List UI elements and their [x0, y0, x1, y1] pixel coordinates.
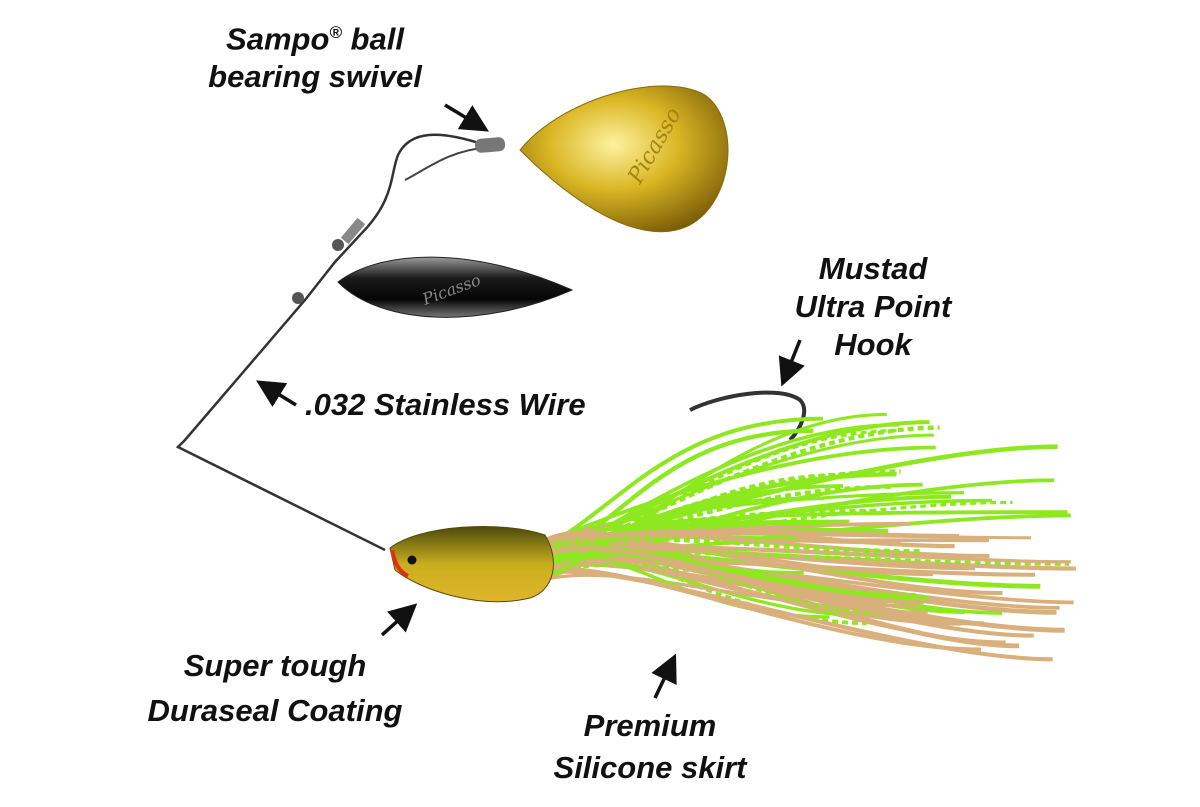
skirt-strand	[544, 550, 1070, 566]
silicone-skirt	[543, 412, 1076, 662]
swivel	[474, 137, 506, 153]
skirt-strand	[544, 528, 960, 555]
skirt-strand	[544, 545, 984, 626]
skirt-strand	[544, 425, 940, 569]
skirt-strand	[544, 521, 827, 569]
swivel-label: Sampo® ball bearing swivel	[208, 21, 422, 95]
skirt-arrow	[651, 653, 677, 699]
bead	[332, 239, 344, 251]
skirt-strand	[544, 532, 990, 558]
swivel-arrow	[444, 103, 489, 132]
hook-label: Mustad Ultra Point Hook	[794, 251, 952, 362]
skirt-strand	[544, 530, 918, 609]
wire-label: .032 Stainless Wire	[305, 387, 586, 422]
silver-willow-blade	[337, 256, 574, 318]
jig-head	[389, 525, 554, 603]
hook	[689, 390, 807, 442]
coating-arrow	[380, 603, 418, 637]
hook-arrow	[778, 339, 805, 387]
stainless-wire	[175, 133, 486, 552]
skirt-label: Premium Silicone skirt	[553, 708, 747, 785]
skirt-strand	[544, 569, 1053, 662]
wire-arrow	[256, 380, 297, 407]
skirt-strand	[544, 428, 899, 580]
skirt-strand	[544, 445, 936, 546]
skirt-strand	[544, 536, 921, 554]
head-eye	[407, 555, 417, 565]
skirt-strand	[544, 416, 823, 549]
gold-blade	[519, 85, 729, 233]
coating-label: Super tough Duraseal Coating	[147, 648, 403, 728]
skirt-strand	[544, 412, 887, 579]
skirt-strand	[544, 552, 804, 575]
